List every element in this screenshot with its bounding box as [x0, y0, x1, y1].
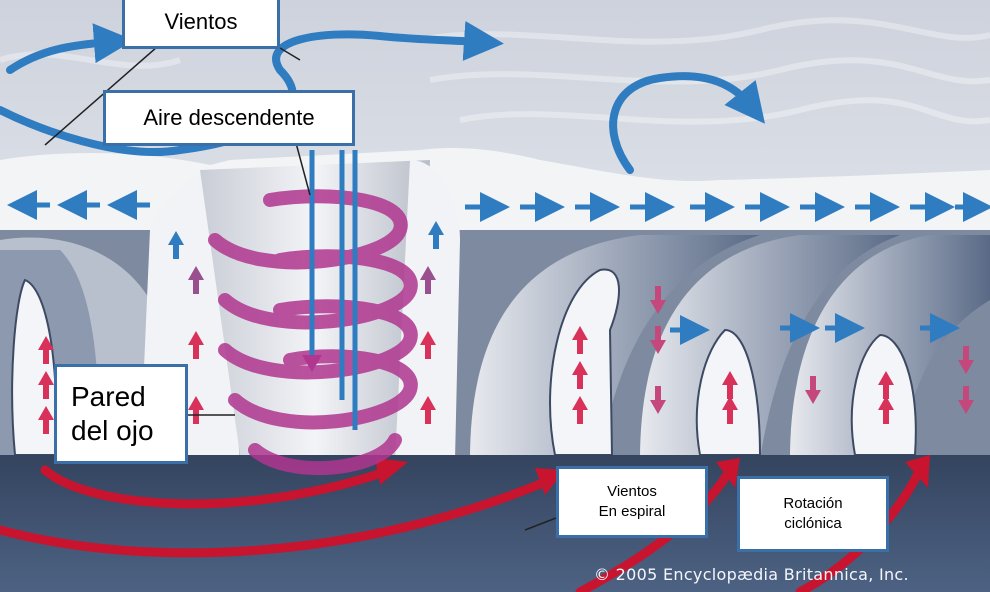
descending-air-lines [309, 150, 358, 430]
label-vientos: Vientos [122, 0, 280, 49]
label-vientos-text: Vientos [164, 8, 238, 34]
label-aire-descendente-text: Aire descendente [143, 105, 315, 130]
copyright-credit: © 2005 Encyclopædia Britannica, Inc. [594, 565, 909, 584]
cloud-texture [0, 17, 990, 125]
label-vientos-en-espiral: Vientos En espiral [556, 466, 708, 538]
label-espiral-line2: En espiral [598, 503, 666, 520]
label-pared-del-ojo: Pared del ojo [54, 364, 188, 464]
label-rotacion-ciclonica: Rotación ciclónica [737, 476, 889, 552]
label-rotacion-line1: Rotación [783, 495, 843, 512]
label-espiral-line1: Vientos [607, 483, 657, 500]
label-rotacion-line2: ciclónica [784, 515, 842, 532]
inflow-arrowheads [375, 455, 930, 495]
updraft-arrows [38, 221, 894, 434]
outflow-curves [0, 20, 766, 174]
label-aire-descendente: Aire descendente [103, 90, 355, 146]
descending-arrowhead [302, 355, 322, 372]
downdraft-arrows [650, 286, 974, 414]
outflow-dashes [6, 190, 990, 345]
label-pared-line2: del ojo [71, 415, 154, 446]
label-pared-line1: Pared [71, 381, 146, 412]
